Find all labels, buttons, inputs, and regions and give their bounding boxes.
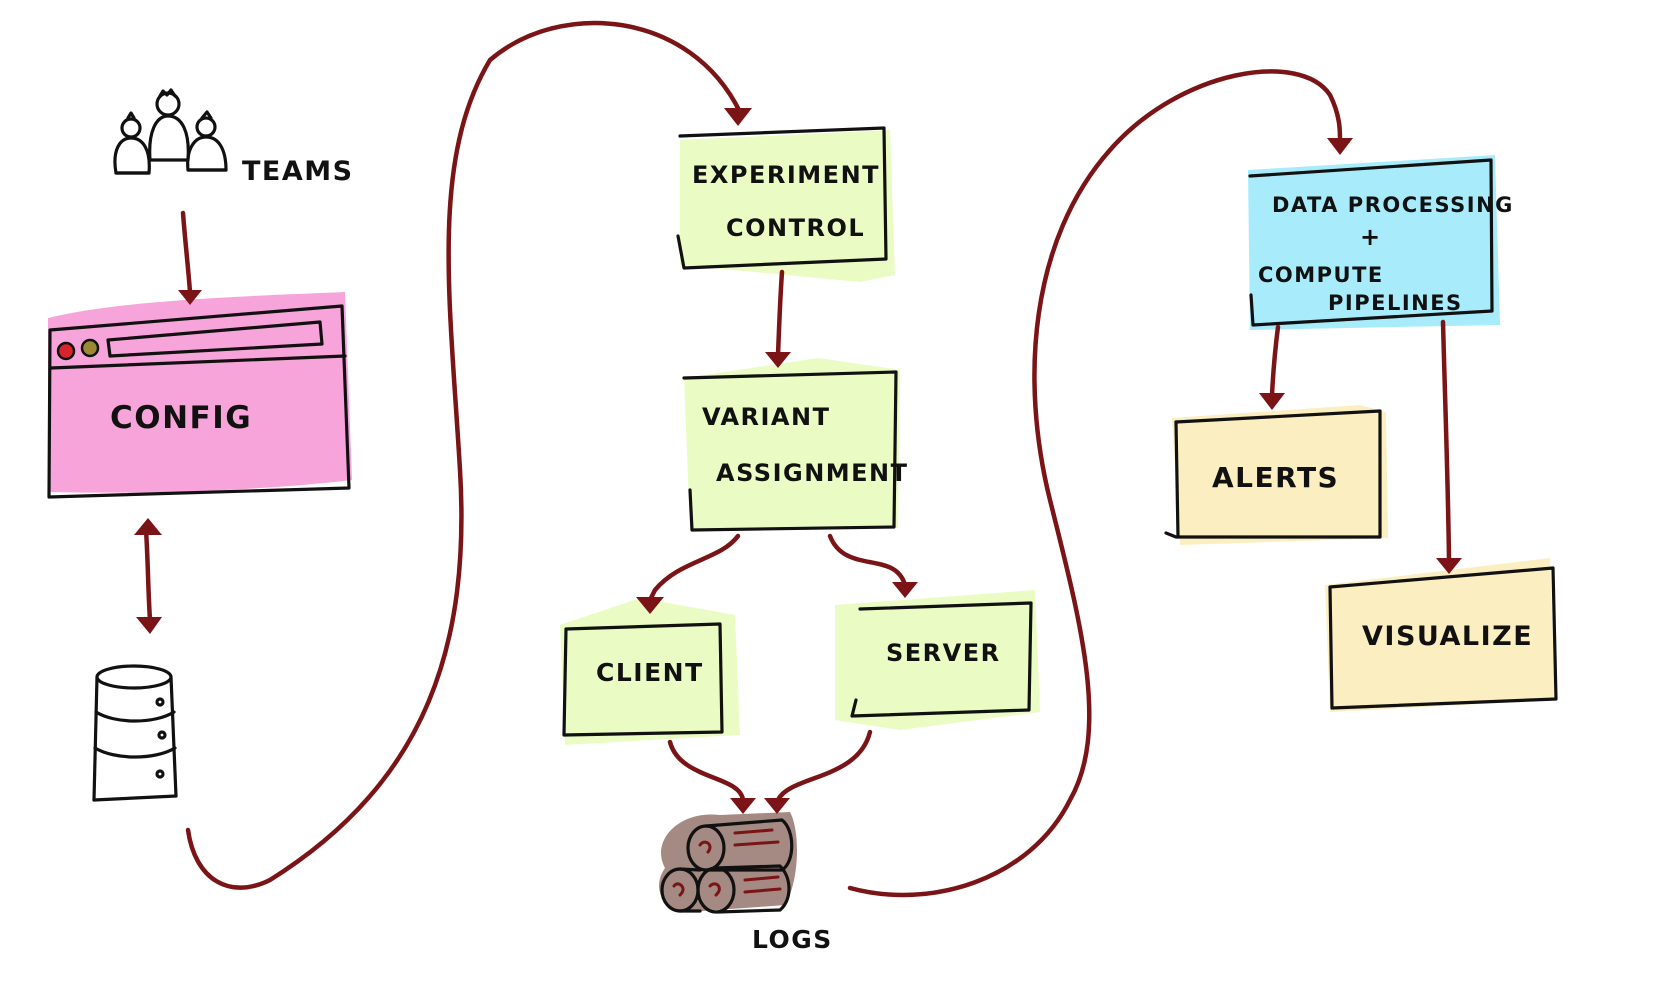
alerts-label: ALERTS [1212, 461, 1339, 494]
data-processing-label-line2: + [1360, 223, 1382, 251]
teams-label: TEAMS [242, 156, 354, 187]
edge-client-logs [667, 739, 756, 814]
client-node: CLIENT [560, 598, 740, 745]
experiment-control-label-line2: CONTROL [726, 214, 865, 242]
arrowhead-icon [178, 290, 202, 305]
logs-icon [659, 812, 797, 914]
variant-assignment-label-line1: VARIANT [702, 403, 830, 431]
arrowhead-icon [1436, 558, 1462, 574]
variant-assignment-node: VARIANT ASSIGNMENT [682, 358, 909, 532]
client-label: CLIENT [596, 658, 704, 687]
teams-node: TEAMS [113, 88, 354, 187]
logs-label: LOGS [752, 925, 833, 954]
edge-logs-data-processing [847, 69, 1353, 898]
server-node: SERVER [835, 590, 1040, 730]
server-label: SERVER [886, 639, 1001, 667]
edge-server-logs [764, 729, 873, 814]
browser-window-icon [47, 304, 351, 499]
minimize-dot-icon [80, 338, 100, 358]
visualize-node: VISUALIZE [1325, 558, 1558, 712]
config-label: CONFIG [110, 400, 252, 436]
edge-database-experiment-control [185, 20, 752, 890]
people-icon [113, 88, 228, 175]
variant-assignment-label-line2: ASSIGNMENT [716, 459, 909, 487]
logs-node: LOGS [659, 812, 833, 954]
config-highlight [48, 292, 352, 493]
arrowhead-icon [636, 597, 664, 614]
arrowhead-icon [764, 798, 790, 814]
edge-data-processing-alerts [1259, 324, 1285, 410]
alerts-node: ALERTS [1164, 405, 1388, 545]
data-processing-node: DATA PROCESSING + COMPUTE PIPELINES [1248, 155, 1514, 330]
experiment-control-label-line1: EXPERIMENT [692, 161, 880, 189]
data-processing-label-line4: PIPELINES [1328, 291, 1463, 315]
experiment-control-node: EXPERIMENT CONTROL [676, 126, 895, 282]
database-icon [92, 664, 178, 802]
edge-config-database [134, 518, 162, 634]
arrowhead-icon [1327, 138, 1353, 155]
close-dot-icon [56, 341, 76, 361]
edge-variant-assignment-server [827, 533, 918, 598]
edge-data-processing-visualize [1436, 319, 1462, 574]
edge-variant-assignment-client [636, 533, 741, 614]
arrowhead-icon [136, 617, 162, 634]
arrowhead-icon [724, 108, 752, 126]
arrowhead-icon [892, 582, 918, 598]
arrowhead-icon [134, 518, 162, 535]
arrowhead-icon [1259, 393, 1285, 410]
arrowhead-icon [730, 798, 756, 814]
config-node: CONFIG [47, 292, 352, 499]
edge-experiment-control-variant-assignment [765, 269, 791, 368]
edge-teams-config [178, 210, 202, 305]
visualize-label: VISUALIZE [1362, 621, 1533, 652]
data-processing-label-line3: COMPUTE [1258, 263, 1384, 287]
data-processing-label-line1: DATA PROCESSING [1272, 193, 1514, 217]
database-node [92, 664, 178, 802]
arrowhead-icon [765, 352, 791, 368]
